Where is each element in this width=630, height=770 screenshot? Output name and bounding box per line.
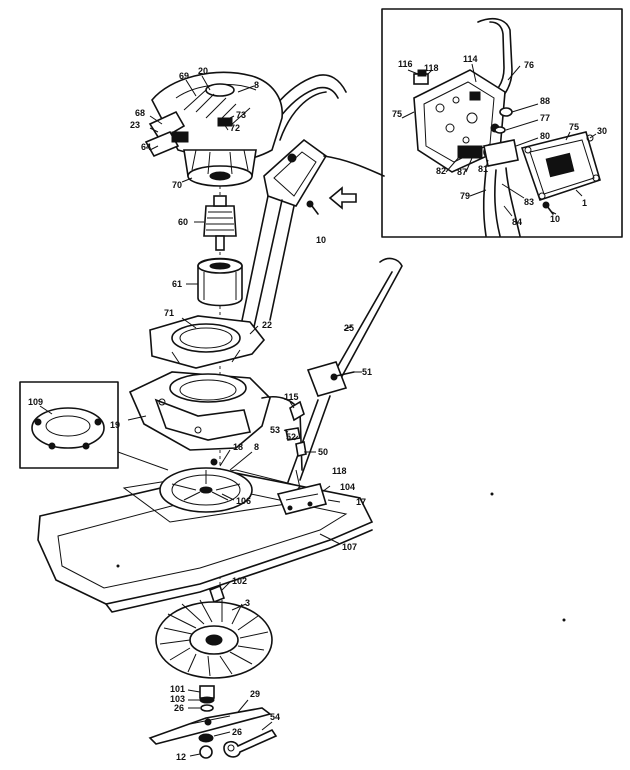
callout-label-81: 81 [478,164,488,174]
lower-handle-tube [287,257,403,483]
handle-clamp [261,396,316,471]
callout-label-26a: 26 [174,703,184,713]
callout-label-25: 25 [344,323,354,333]
callout-label-102: 102 [232,576,247,586]
callout-label-30: 30 [597,126,607,136]
fan-hood [127,371,271,451]
callout-label-1: 1 [582,198,587,208]
callout-label-19: 19 [110,420,120,430]
callout-label-79: 79 [460,191,470,201]
callout-label-106: 106 [236,496,251,506]
callout-label-8-top: 8 [254,80,259,90]
switch-assembly-inset [381,8,623,238]
callout-label-84: 84 [512,217,522,227]
callout-label-88: 88 [540,96,550,106]
callout-label-109: 109 [28,397,43,407]
callout-label-72: 72 [230,123,240,133]
callout-label-12: 12 [176,752,186,762]
callout-label-82: 82 [436,166,446,176]
callout-label-73: 73 [236,110,246,120]
callout-label-17: 17 [356,497,366,507]
callout-label-70: 70 [172,180,182,190]
callout-label-114: 114 [463,54,478,64]
callout-label-118-top: 118 [424,63,439,73]
spacer-ring-detail [19,381,169,471]
callout-label-20: 20 [198,66,208,76]
callout-label-103: 103 [170,694,185,704]
callout-label-83: 83 [524,197,534,207]
screw-10 [306,200,319,215]
callout-label-64: 64 [141,142,151,152]
callout-label-76: 76 [524,60,534,70]
callout-label-18: 18 [233,442,243,452]
motor-cover-assembly [144,71,283,187]
callout-label-23: 23 [130,120,140,130]
callout-label-80: 80 [540,131,550,141]
callout-label-104: 104 [340,482,355,492]
callout-label-87: 87 [457,167,467,177]
callout-label-51: 51 [362,367,372,377]
callout-label-54: 54 [270,712,280,722]
callout-label-107: 107 [342,542,357,552]
callout-label-60: 60 [178,217,188,227]
callout-label-68: 68 [135,108,145,118]
callout-label-118: 118 [332,466,347,476]
callout-label-50: 50 [318,447,328,457]
callout-label-61: 61 [172,279,182,289]
motor-mount-ring [149,315,266,369]
callout-label-71: 71 [164,308,174,318]
callout-label-10: 10 [316,235,326,245]
mower-deck [37,449,374,613]
callout-label-115: 115 [284,392,299,402]
cutting-fan [155,581,273,679]
callout-label-26b: 26 [232,727,242,737]
callout-label-77: 77 [540,113,550,123]
blade-assembly [148,685,278,759]
callout-label-52: 52 [286,432,296,442]
stator [186,257,243,307]
callout-label-69: 69 [179,71,189,81]
callout-label-29: 29 [250,689,260,699]
callout-label-75b: 75 [569,122,579,132]
callout-label-101: 101 [170,684,185,694]
callout-label-22: 22 [262,320,272,330]
callout-label-3: 3 [245,598,250,608]
callout-label-10-inset: 10 [550,214,560,224]
callout-label-8-mid: 8 [254,442,259,452]
callout-label-53: 53 [270,425,280,435]
callout-label-116: 116 [398,59,413,69]
callout-label-75a: 75 [392,109,402,119]
